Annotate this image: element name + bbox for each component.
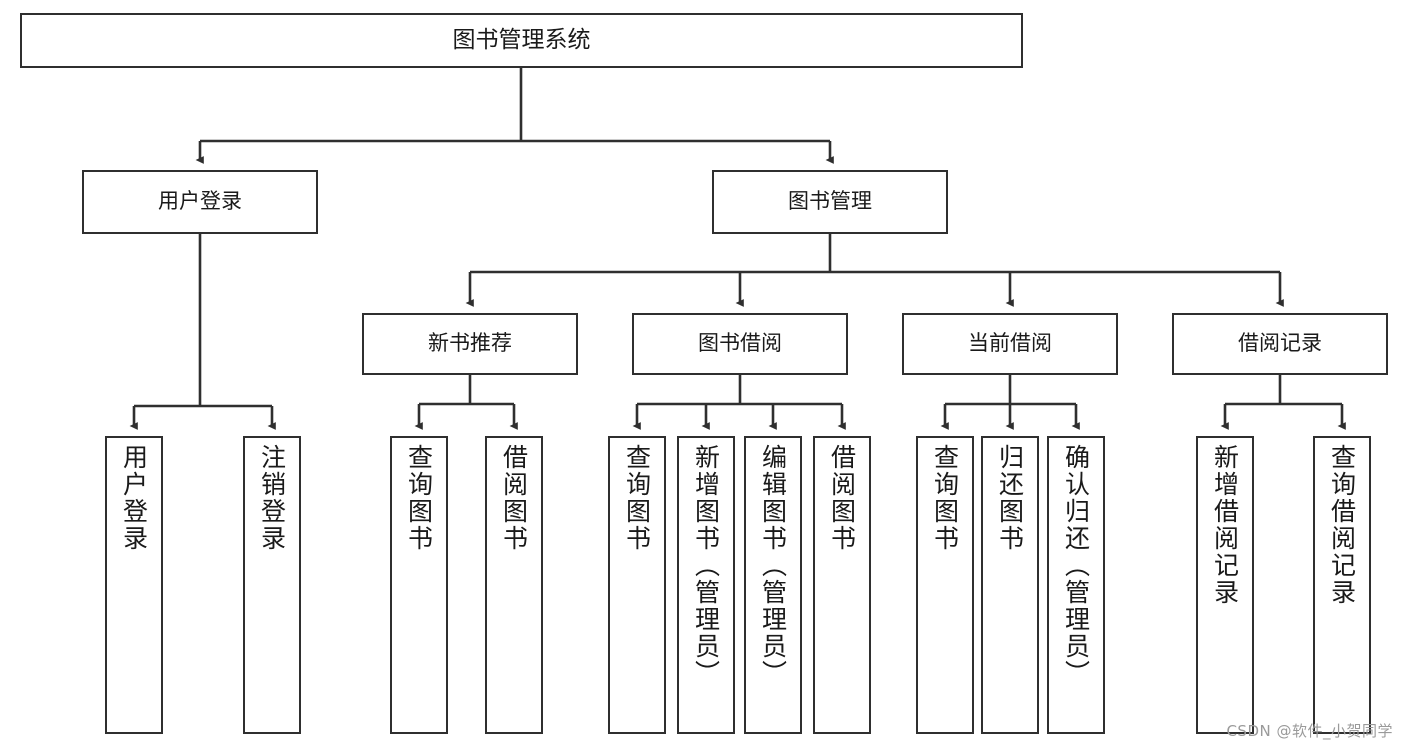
node-user-login[interactable]: 用户登录 — [82, 170, 318, 234]
node-label: 归还图书 — [995, 444, 1025, 552]
leaf-current-query-book[interactable]: 查询图书 — [916, 436, 974, 734]
leaf-new-book-borrow[interactable]: 借阅图书 — [485, 436, 543, 734]
node-label: 确认归还（管理员） — [1061, 444, 1091, 687]
node-label: 当前借阅 — [968, 331, 1052, 356]
node-label: 图书借阅 — [698, 331, 782, 356]
node-label: 查询图书 — [622, 444, 652, 552]
watermark: CSDN @软件_小贺同学 — [1226, 722, 1393, 740]
node-borrow-records[interactable]: 借阅记录 — [1172, 313, 1388, 375]
node-label: 用户登录 — [158, 189, 242, 214]
node-root-system[interactable]: 图书管理系统 — [20, 13, 1023, 68]
node-label: 查询图书 — [404, 444, 434, 552]
leaf-borrow-edit-book-admin[interactable]: 编辑图书（管理员） — [744, 436, 802, 734]
node-label: 新增借阅记录 — [1210, 444, 1240, 606]
leaf-current-return-book[interactable]: 归还图书 — [981, 436, 1039, 734]
node-label: 查询借阅记录 — [1327, 444, 1357, 606]
node-label: 借阅图书 — [827, 444, 857, 552]
leaf-user-login-login[interactable]: 用户登录 — [105, 436, 163, 734]
node-label: 编辑图书（管理员） — [758, 444, 788, 687]
node-label: 查询图书 — [930, 444, 960, 552]
leaf-new-book-query[interactable]: 查询图书 — [390, 436, 448, 734]
leaf-current-confirm-return-admin[interactable]: 确认归还（管理员） — [1047, 436, 1105, 734]
leaf-records-add-record[interactable]: 新增借阅记录 — [1196, 436, 1254, 734]
node-label: 借阅记录 — [1238, 331, 1322, 356]
node-book-borrow[interactable]: 图书借阅 — [632, 313, 848, 375]
leaf-user-login-logout[interactable]: 注销登录 — [243, 436, 301, 734]
node-label: 新增图书（管理员） — [691, 444, 721, 687]
node-new-book-recommend[interactable]: 新书推荐 — [362, 313, 578, 375]
node-label: 图书管理 — [788, 189, 872, 214]
node-label: 注销登录 — [257, 444, 287, 552]
node-label: 用户登录 — [119, 444, 149, 552]
node-label: 图书管理系统 — [452, 26, 591, 53]
node-book-management[interactable]: 图书管理 — [712, 170, 948, 234]
leaf-records-query-record[interactable]: 查询借阅记录 — [1313, 436, 1371, 734]
leaf-borrow-query-book[interactable]: 查询图书 — [608, 436, 666, 734]
leaf-borrow-add-book-admin[interactable]: 新增图书（管理员） — [677, 436, 735, 734]
node-label: 借阅图书 — [499, 444, 529, 552]
leaf-borrow-borrow-book[interactable]: 借阅图书 — [813, 436, 871, 734]
node-current-borrow[interactable]: 当前借阅 — [902, 313, 1118, 375]
node-label: 新书推荐 — [428, 331, 512, 356]
